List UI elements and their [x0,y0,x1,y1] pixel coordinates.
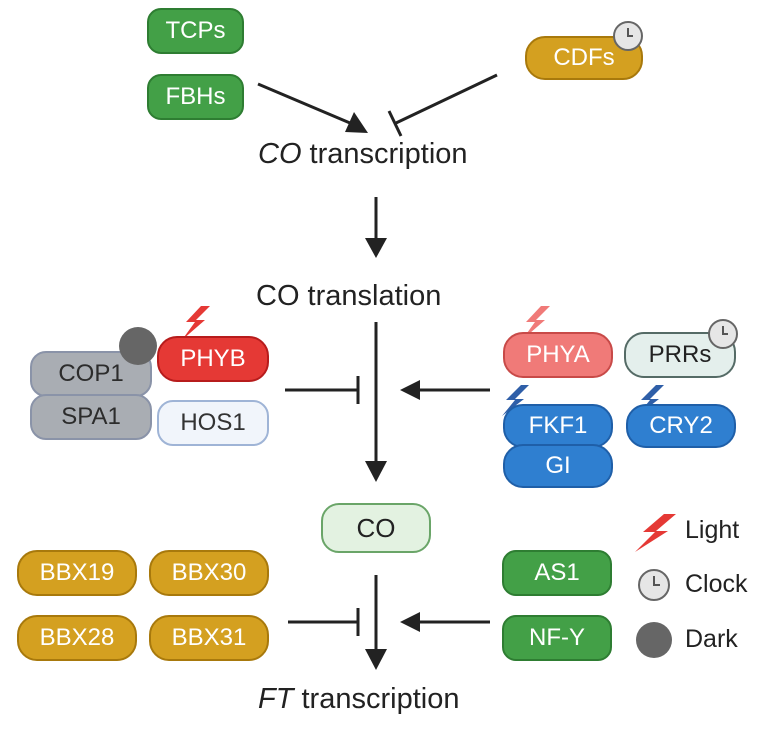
fkf1-node: FKF1 [503,404,613,448]
phya-activation-head [400,380,420,400]
gi-node: GI [503,444,613,488]
legend-dark-icon [636,622,672,658]
ft-gene-name: FT [258,683,294,715]
fbhs-arrowhead [345,112,368,133]
fbhs-node: FBHs [147,74,244,120]
as1-node: AS1 [502,550,612,596]
bbx28-node: BBX28 [17,615,137,661]
bbx31-node: BBX31 [149,615,269,661]
prrs-clock-icon [708,319,738,349]
cop1-node: COP1 [30,351,152,397]
ft-transcription-word: transcription [293,683,460,715]
cdfs-clock-icon [613,21,643,51]
co-transcription-word: transcription [301,138,468,170]
co-gene-name: CO [258,138,302,170]
nfy-node: NF-Y [502,615,612,661]
ft-transcription-label: FT transcription [258,683,459,716]
phyb-light-icon [182,306,210,340]
legend-light-icon [635,514,676,552]
cdfs-inhibition-line [395,73,498,125]
spa1-node: SPA1 [30,394,152,440]
cdfs-inhibition-bar [387,110,403,137]
as1-activation-head [400,612,420,632]
fbhs-activation-arrow [257,82,351,125]
co-transcription-label: CO transcription [258,138,468,171]
transcription-to-translation-head [365,238,387,258]
phya-node: PHYA [503,332,613,378]
co-protein-node: CO [321,503,431,553]
tcps-node: TCPs [147,8,244,54]
bbx30-node: BBX30 [149,550,269,596]
legend-clock-label: Clock [685,570,748,598]
cry2-node: CRY2 [626,404,736,448]
hos1-node: HOS1 [157,400,269,446]
phya-light-icon [522,306,550,340]
bbx19-node: BBX19 [17,550,137,596]
phyb-node: PHYB [157,336,269,382]
legend-light-label: Light [685,516,740,544]
translation-to-co-head [365,461,387,482]
legend-clock-icon [638,569,670,601]
co-translation-label: CO translation [256,280,442,312]
legend-dark-label: Dark [685,625,738,653]
co-to-ft-head [365,649,387,670]
cop1-dark-icon [119,327,157,365]
